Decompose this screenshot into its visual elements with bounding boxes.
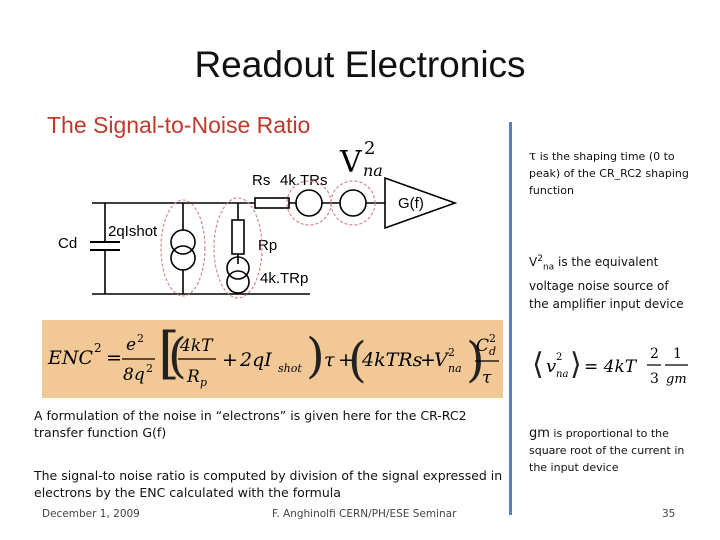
gm-symbol: gm xyxy=(529,426,550,441)
vna-symbol-sub: na xyxy=(363,161,383,180)
svg-text:⟩: ⟩ xyxy=(570,347,582,382)
enc-formula: ENC 2 = e 2 8q 2 [ ( 4kT R p + 2qI shot … xyxy=(47,321,499,389)
svg-text:): ) xyxy=(306,328,325,384)
rs-resistor xyxy=(254,197,290,209)
svg-text:): ) xyxy=(466,332,485,388)
rp-resistor xyxy=(231,219,245,255)
formula-rp-sub: p xyxy=(200,376,207,389)
cd-label: Cd xyxy=(58,235,77,252)
vna-note-sub: na xyxy=(542,262,555,273)
page-number: 35 xyxy=(662,508,676,520)
ishot-label: 2qIshot xyxy=(108,223,158,240)
vna-symbol-sup: 2 xyxy=(364,138,375,159)
rs-noise-loop xyxy=(286,180,332,226)
rp-label: Rp xyxy=(258,237,277,254)
rs-noise-source-icon xyxy=(295,189,323,217)
tau-note: τ is the shaping time (0 to peak) of the… xyxy=(529,148,689,199)
paragraph-noise-formulation: A formulation of the noise in “electrons… xyxy=(34,408,467,440)
rs-label: Rs xyxy=(252,172,270,189)
formula-8q: 8q xyxy=(123,365,145,385)
formula-plus-1: + xyxy=(222,349,238,371)
noise-circuit-diagram: Cd 2qIshot Rp 4k.TRp Rs 4k.TRs V 2 na G(… xyxy=(58,138,458,299)
vna-noise-source-icon xyxy=(339,189,367,217)
formula-4ktrs: 4kTRs xyxy=(361,349,423,371)
slide-subtitle: The Signal-to-Noise Ratio xyxy=(47,112,311,138)
eq-num-1: 1 xyxy=(673,346,682,362)
formula-vna-sub: na xyxy=(448,362,462,375)
shot-noise-source-icon xyxy=(170,229,196,255)
rp-noise-source-icon xyxy=(226,256,250,280)
formula-8q-sup: 2 xyxy=(146,362,153,375)
rp-noise-loop xyxy=(213,197,263,299)
svg-text:⟨: ⟨ xyxy=(532,347,544,382)
eq-den-gm: gm xyxy=(666,372,687,387)
enc-lhs: ENC xyxy=(47,347,93,369)
eq-den-3: 3 xyxy=(650,371,659,387)
formula-rp: R xyxy=(186,367,200,387)
vna-equation: ⟨ v 2 na ⟩ = 4kT 2 3 1 gm xyxy=(532,346,688,387)
eq-4kt: = 4kT xyxy=(584,357,638,377)
svg-text:[: [ xyxy=(158,321,180,386)
formula-cd-sup: 2 xyxy=(489,332,496,345)
formula-cd: C xyxy=(476,336,489,356)
slide-title: Readout Electronics xyxy=(194,44,526,85)
eq-v-sub: na xyxy=(556,369,568,380)
formula-cd-sub: d xyxy=(489,345,496,358)
eq-v: v xyxy=(546,356,556,377)
eq-v-sup: 2 xyxy=(556,352,562,363)
formula-vna: V xyxy=(434,349,450,371)
vna-note: V2na is the equivalent voltage noise sou… xyxy=(529,250,689,314)
formula-plus-2: + xyxy=(338,349,354,371)
tau-symbol: τ xyxy=(529,149,537,164)
formula-tau: τ xyxy=(324,349,335,371)
formula-2qi: 2qI xyxy=(239,349,272,371)
eq-num-2: 2 xyxy=(650,346,659,362)
formula-equals: = xyxy=(106,347,122,369)
enc-formula-box: ENC 2 = e 2 8q 2 [ ( 4kT R p + 2qI shot … xyxy=(42,320,503,398)
tau-note-text: is the shaping time (0 to peak) of the C… xyxy=(529,150,689,197)
4ktrs-label: 4k.TRs xyxy=(280,172,328,189)
4ktrp-label: 4k.TRp xyxy=(260,270,308,287)
svg-text:(: ( xyxy=(348,332,367,388)
vna-noise-loop xyxy=(330,180,376,226)
gf-amplifier-icon xyxy=(384,176,458,230)
formula-plus-3: + xyxy=(420,349,436,371)
vna-note-text: is the equivalent voltage noise source o… xyxy=(529,255,684,312)
footer-date: December 1, 2009 xyxy=(42,508,140,520)
vna-symbol-v: V xyxy=(339,145,363,180)
formula-e-sup: 2 xyxy=(137,332,144,345)
formula-vna-sup: 2 xyxy=(448,346,455,359)
formula-e: e xyxy=(126,335,136,355)
svg-text:(: ( xyxy=(168,328,187,384)
formula-4kt: 4kT xyxy=(179,336,214,356)
shot-noise-loop xyxy=(160,199,206,297)
gf-label: G(f) xyxy=(398,195,424,212)
vertical-divider xyxy=(509,122,512,515)
gm-note: gm is proportional to the square root of… xyxy=(529,425,689,476)
enc-lhs-sup: 2 xyxy=(94,341,102,355)
formula-2qi-sub: shot xyxy=(278,362,302,375)
footer-author: F. Anghinolfi CERN/PH/ESE Seminar xyxy=(272,508,457,520)
vna-note-v: V xyxy=(529,255,538,269)
vna-note-sup: 2 xyxy=(537,254,543,264)
formula-tau-den: τ xyxy=(482,368,492,388)
gm-note-text: is proportional to the square root of th… xyxy=(529,427,685,474)
paragraph-snr-computation: The signal-to noise ratio is computed by… xyxy=(34,468,503,500)
